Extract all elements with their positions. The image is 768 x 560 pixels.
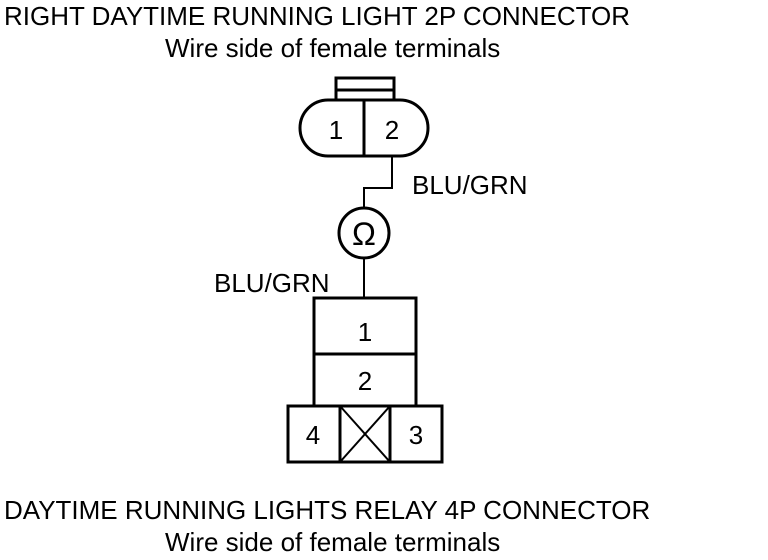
- ohm-symbol: Ω: [352, 216, 376, 252]
- ohmmeter: Ω: [337, 206, 391, 260]
- bottom-4p-connector: 1 2 4 3: [286, 296, 444, 464]
- bottom-terminal-3: 3: [409, 420, 423, 450]
- cell-terminal-2: [312, 352, 418, 408]
- cell-terminal-3: [388, 404, 444, 464]
- top-connector-title: RIGHT DAYTIME RUNNING LIGHT 2P CONNECTOR: [4, 1, 631, 31]
- bottom-terminal-2: 2: [358, 366, 372, 396]
- lower-wire-label: BLU/GRN: [214, 268, 330, 298]
- cell-terminal-1: [312, 296, 418, 356]
- upper-wire-label: BLU/GRN: [412, 170, 528, 200]
- top-connector-subtitle: Wire side of female terminals: [165, 33, 501, 63]
- top-terminal-1: 1: [329, 115, 343, 145]
- bottom-connector-title: DAYTIME RUNNING LIGHTS RELAY 4P CONNECTO…: [4, 495, 651, 525]
- bottom-terminal-1: 1: [358, 317, 372, 347]
- upper-wire: [363, 156, 393, 208]
- top-terminal-2: 2: [385, 115, 399, 145]
- bottom-terminal-4: 4: [306, 420, 320, 450]
- cross-line-b: [339, 405, 391, 463]
- top-2p-connector: 1 2: [298, 76, 430, 158]
- bottom-connector-subtitle: Wire side of female terminals: [165, 527, 501, 557]
